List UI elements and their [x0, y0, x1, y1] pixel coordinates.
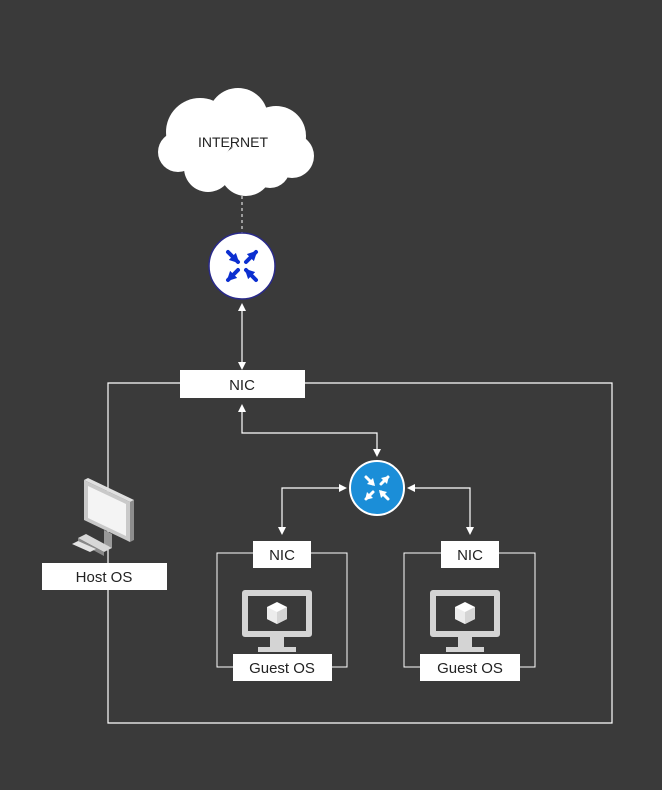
desktop-computer-icon — [72, 478, 134, 556]
guest-left-os: Guest OS — [233, 654, 332, 681]
virtual-machine-monitor-icon — [430, 590, 500, 652]
virtual-switch-icon — [349, 460, 405, 516]
guest-right-nic: NIC — [441, 541, 499, 568]
guest-left-boundary — [216, 552, 348, 668]
nic-switch-link — [238, 404, 381, 457]
guest-right-boundary — [403, 552, 536, 668]
guest-left-nic-label: NIC — [269, 547, 295, 564]
host-boundary — [107, 382, 613, 724]
router-icon — [208, 232, 276, 300]
host-nic-label: NIC — [229, 377, 255, 394]
internet-label: INTERNET — [198, 134, 268, 150]
guest-left-os-label: Guest OS — [249, 660, 315, 677]
guest-right-nic-label: NIC — [457, 547, 483, 564]
switch-guest-right-link — [407, 484, 474, 535]
virtual-machine-monitor-icon — [242, 590, 312, 652]
cloud-icon: INTERNET — [158, 88, 314, 196]
guest-left-nic: NIC — [253, 541, 311, 568]
switch-guest-left-link — [278, 484, 347, 535]
guest-right-os-label: Guest OS — [437, 660, 503, 677]
guest-right-os: Guest OS — [420, 654, 520, 681]
host-nic: NIC — [180, 370, 305, 398]
host-os-label: Host OS — [76, 569, 133, 586]
host-os: Host OS — [42, 563, 167, 590]
